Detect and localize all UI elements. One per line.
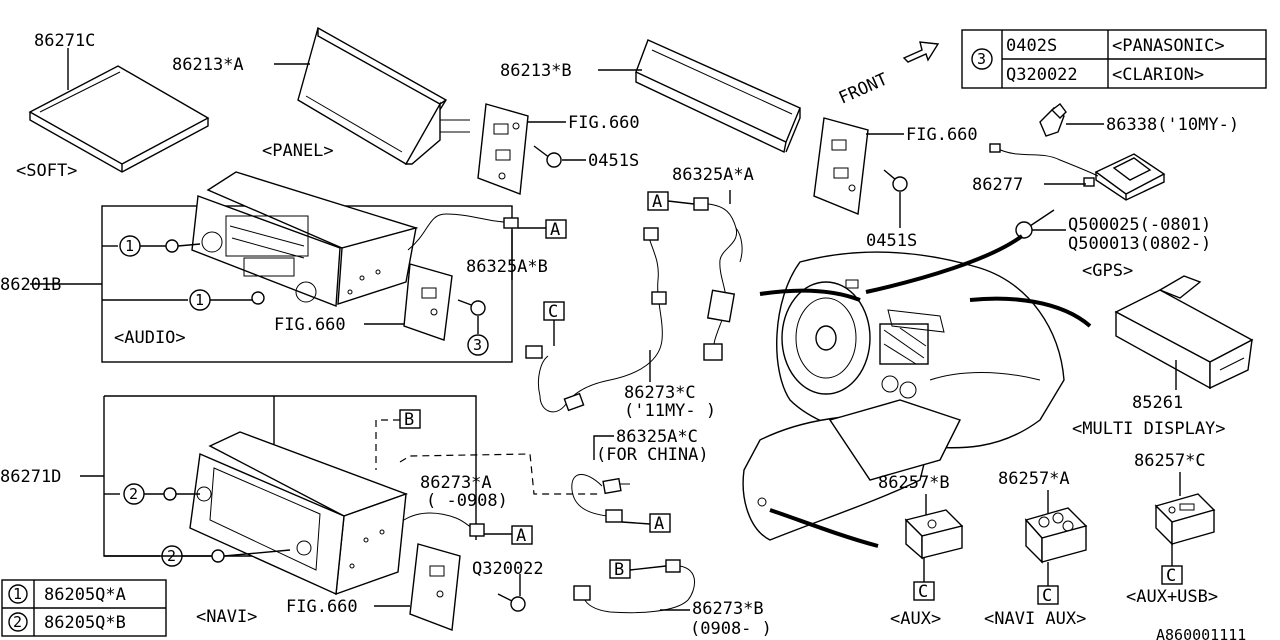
navi-aux-switch bbox=[1024, 507, 1088, 564]
label-86273b: 86273*B bbox=[692, 599, 764, 619]
note-china: (FOR CHINA) bbox=[596, 445, 709, 465]
note-0908b: (0908- ) bbox=[690, 619, 772, 639]
navi-frame-top bbox=[104, 395, 477, 540]
callout-3: 3 bbox=[473, 336, 482, 354]
callout-a-ant: A bbox=[652, 192, 662, 212]
bracket-panel bbox=[477, 103, 529, 195]
label-86338: 86338('10MY-) bbox=[1106, 115, 1239, 135]
label-86273a: 86273*A bbox=[420, 473, 492, 493]
screw-0451s-bezel bbox=[883, 169, 908, 192]
note-gps: <GPS> bbox=[1082, 261, 1133, 281]
note-navi-aux: <NAVI AUX> bbox=[984, 609, 1086, 629]
note-0908a: ( -0908) bbox=[426, 491, 508, 511]
callout-c-aux-usb: C bbox=[1166, 566, 1176, 586]
legend-bottom-part-1: 86205Q*A bbox=[44, 585, 126, 605]
audio-unit-part bbox=[191, 171, 419, 307]
panel-part bbox=[297, 26, 470, 165]
soft-disc-part bbox=[28, 65, 210, 173]
legend-top: 3 0402S <PANASONIC> Q320022 <CLARION> bbox=[961, 29, 1267, 89]
screw-audio bbox=[457, 299, 486, 316]
label-q320022: Q320022 bbox=[472, 559, 544, 579]
bezel-part bbox=[635, 39, 801, 154]
note-aux-usb: <AUX+USB> bbox=[1126, 587, 1218, 607]
callout-b-navi: B bbox=[404, 410, 414, 430]
gps-bracket-86338 bbox=[1039, 103, 1067, 137]
navi-unit-part bbox=[189, 431, 409, 596]
label-0451s-2: 0451S bbox=[866, 231, 917, 251]
label-0451s-1: 0451S bbox=[588, 151, 639, 171]
callout-c-navi-aux: C bbox=[1042, 586, 1052, 606]
callout-a-audio: A bbox=[550, 220, 560, 240]
callout-1b: 1 bbox=[195, 291, 204, 309]
label-86257c: 86257*C bbox=[1134, 451, 1206, 471]
label-86325aa: 86325A*A bbox=[672, 165, 754, 185]
aux-usb-switch bbox=[1154, 493, 1216, 546]
gps-antenna-86277 bbox=[989, 143, 1166, 201]
bracket-bezel bbox=[813, 117, 869, 215]
label-85261: 85261 bbox=[1132, 393, 1183, 413]
callout-2a: 2 bbox=[129, 485, 138, 503]
label-q500013: Q500013(0802-) bbox=[1068, 234, 1211, 254]
legend-top-code-2: Q320022 bbox=[1006, 65, 1078, 85]
legend-bottom-symbol-2: 2 bbox=[13, 613, 22, 631]
callout-1a: 1 bbox=[125, 237, 134, 255]
screw-0451s-panel bbox=[533, 145, 562, 168]
legend-bottom-symbol-1: 1 bbox=[13, 585, 22, 603]
label-q500025: Q500025(-0801) bbox=[1068, 215, 1211, 235]
callout-a-china: A bbox=[654, 514, 664, 534]
label-86213a: 86213*A bbox=[172, 55, 244, 75]
callout-b-cable: B bbox=[614, 560, 624, 580]
note-11my: ('11MY- ) bbox=[624, 401, 716, 421]
front-label: FRONT bbox=[836, 69, 891, 108]
label-86271c: 86271C bbox=[34, 31, 95, 51]
screw-q320022 bbox=[497, 593, 526, 612]
label-86201b: 86201B bbox=[0, 275, 61, 295]
label-86257a: 86257*A bbox=[998, 469, 1070, 489]
label-fig660-2: FIG.660 bbox=[906, 125, 978, 145]
legend-top-code-1: 0402S bbox=[1006, 36, 1057, 56]
note-aux: <AUX> bbox=[890, 609, 941, 629]
label-86213b: 86213*B bbox=[500, 61, 572, 81]
callout-a-navi: A bbox=[516, 526, 526, 546]
legend-bottom-part-2: 86205Q*B bbox=[44, 613, 126, 633]
callout-c-aux: C bbox=[918, 582, 928, 602]
bracket-navi bbox=[409, 543, 461, 631]
dashboard-illustration bbox=[742, 251, 1065, 541]
multi-display-part bbox=[1114, 275, 1254, 390]
note-audio: <AUDIO> bbox=[114, 328, 186, 348]
label-86325ab: 86325A*B bbox=[466, 257, 548, 277]
label-86273c: 86273*C bbox=[624, 383, 696, 403]
diagram-number: A860001111 bbox=[1156, 626, 1246, 640]
callout-c-ant: C bbox=[548, 302, 558, 322]
note-panel: <PANEL> bbox=[262, 141, 334, 161]
legend-bottom: 1 86205Q*A 2 86205Q*B bbox=[1, 579, 167, 637]
label-fig660-4: FIG.660 bbox=[286, 597, 358, 617]
legend-top-maker-1: <PANASONIC> bbox=[1112, 36, 1225, 56]
label-86271d: 86271D bbox=[0, 467, 61, 487]
callout-2b: 2 bbox=[167, 547, 176, 565]
bracket-audio bbox=[403, 263, 453, 341]
label-86325ac: 86325A*C bbox=[616, 427, 698, 447]
legend-top-maker-2: <CLARION> bbox=[1112, 65, 1204, 85]
note-multi-display: <MULTI DISPLAY> bbox=[1072, 419, 1226, 439]
label-fig660-3: FIG.660 bbox=[274, 315, 346, 335]
front-arrow: FRONT bbox=[836, 41, 940, 109]
note-soft: <SOFT> bbox=[16, 161, 77, 181]
note-navi: <NAVI> bbox=[196, 607, 257, 627]
aux-switch bbox=[904, 509, 964, 560]
label-86277: 86277 bbox=[972, 175, 1023, 195]
legend-top-symbol: 3 bbox=[977, 50, 986, 68]
gps-screw bbox=[1015, 209, 1055, 239]
label-86257b: 86257*B bbox=[878, 473, 950, 493]
label-fig660-1: FIG.660 bbox=[568, 113, 640, 133]
